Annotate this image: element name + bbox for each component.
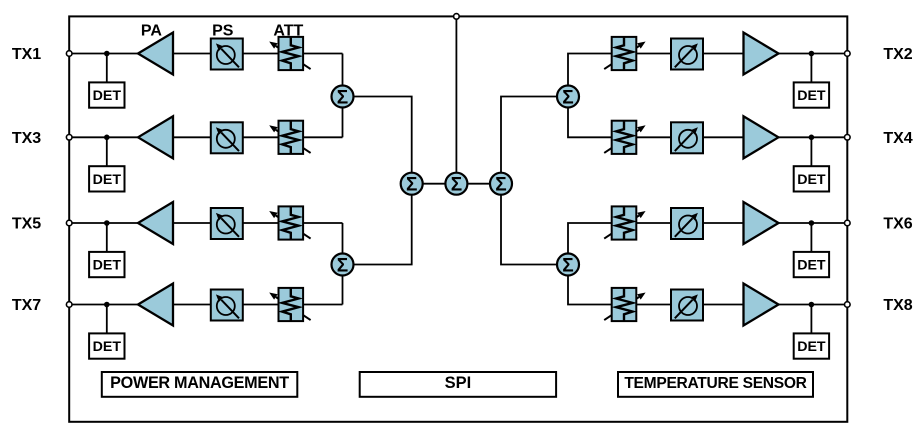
svg-text:SPI: SPI [445,374,472,392]
svg-text:PS: PS [212,22,234,39]
svg-text:TX1: TX1 [12,46,41,63]
svg-text:TX3: TX3 [12,130,41,147]
svg-text:TEMPERATURE SENSOR: TEMPERATURE SENSOR [624,375,806,392]
svg-text:ATT: ATT [273,22,303,39]
svg-text:TX4: TX4 [883,130,912,147]
svg-text:TX2: TX2 [883,46,912,63]
svg-text:TX6: TX6 [883,216,912,233]
svg-text:POWER MANAGEMENT: POWER MANAGEMENT [110,374,289,392]
svg-text:TX7: TX7 [12,297,41,314]
svg-text:PA: PA [141,22,162,39]
svg-text:TX8: TX8 [883,297,912,314]
svg-text:TX5: TX5 [12,216,41,233]
